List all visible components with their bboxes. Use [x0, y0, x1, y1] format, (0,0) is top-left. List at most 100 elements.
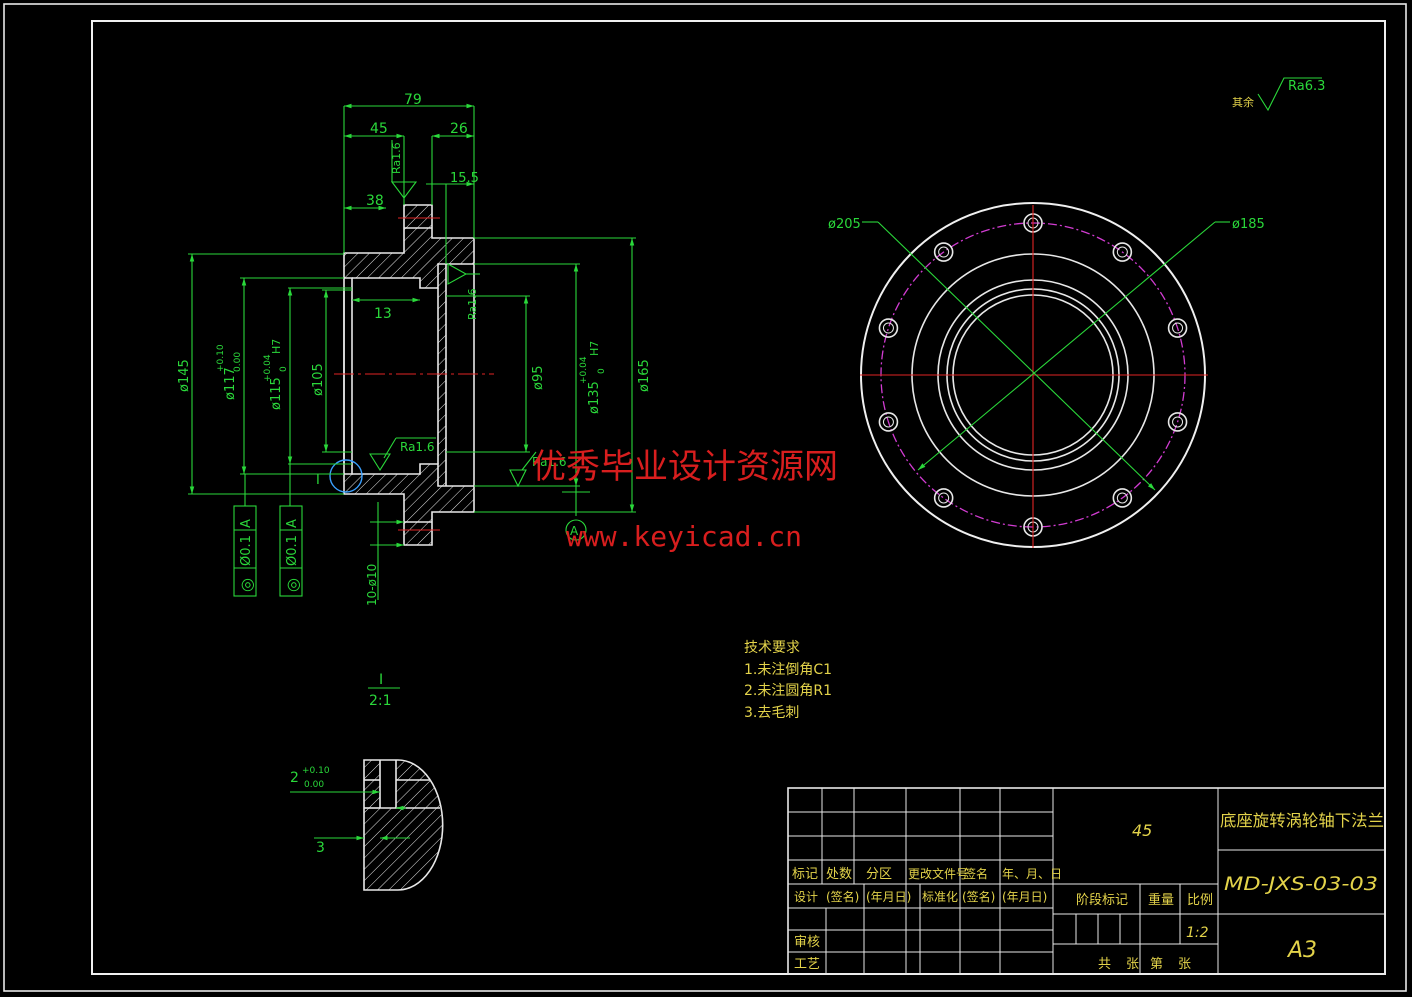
general-roughness: 其余 Ra6.3 — [1232, 77, 1325, 112]
tb-design-date: (年月日) — [866, 890, 911, 904]
tb-standard-date: (年月日) — [1002, 890, 1047, 904]
bolt-hole-inner — [938, 492, 950, 504]
detail-label: I 2:1 — [368, 672, 400, 709]
tech-title: 技术要求 — [744, 640, 800, 656]
tech-item-1: 1.未注倒角C1 — [744, 662, 832, 678]
tb-hdr-mark: 标记 — [792, 867, 818, 882]
bolt-hole — [1112, 242, 1133, 262]
dim-dia135-lower: 0 — [597, 368, 607, 374]
dim-dia145: ø145 — [177, 359, 192, 392]
svg-text:Ra1.6: Ra1.6 — [532, 455, 567, 469]
bolt-hole-inner — [1116, 492, 1128, 504]
dim-dia115-upper: +0.04 — [263, 354, 273, 382]
dim-dia135-upper: +0.04 — [579, 356, 589, 384]
tech-item-2: 2.未注圆角R1 — [744, 683, 832, 699]
gdt1-datum: A — [239, 519, 254, 528]
detail-view: 2 +0.10 0.00 3 — [290, 759, 444, 891]
gdt2-tolerance: Ø0.1 — [285, 535, 300, 566]
dim-13: 13 — [374, 306, 392, 322]
bolt-hole-inner — [882, 416, 894, 428]
svg-text:Ra1.6: Ra1.6 — [400, 440, 435, 454]
dim-dia95: ø95 — [531, 366, 546, 391]
tb-weight: 重量 — [1148, 892, 1174, 908]
dim-dia117: ø117 — [223, 367, 238, 400]
tb-hdr-sign: 签名 — [964, 866, 988, 881]
tb-drawing-no: MD-JXS-03-03 — [1224, 873, 1378, 895]
bolt-hole — [1112, 488, 1133, 508]
dim-dia115-fit: H7 — [270, 339, 283, 354]
roughness-mark-top: Ra1.6 — [390, 140, 418, 199]
bolt-hole — [933, 488, 954, 508]
dim-dia115-lower: 0 — [279, 366, 289, 372]
bolt-hole — [878, 318, 899, 338]
roughness-mark-bore: Ra1.6 — [369, 437, 436, 472]
tb-part-name: 底座旋转涡轮轴下法兰 — [1220, 811, 1384, 830]
dim-dia135-fit: H7 — [588, 341, 601, 356]
tb-design: 设计 — [794, 890, 818, 904]
detail-circle — [329, 459, 363, 493]
bolt-hole-inner — [1172, 416, 1184, 428]
bolt-hole — [1167, 412, 1188, 432]
tb-design-sign: (签名) — [826, 889, 859, 904]
tb-standard-sign: (签名) — [962, 889, 995, 904]
gdt2-concentricity-icon: ◎ — [283, 578, 302, 592]
detail-marker: I — [316, 473, 320, 488]
sheet-border — [3, 3, 1407, 992]
svg-text:Ra1.6: Ra1.6 — [466, 288, 479, 320]
roughness-mark-face: Ra1.6 — [509, 451, 567, 488]
tb-review: 审核 — [794, 935, 820, 950]
bolt-hole — [1167, 318, 1188, 338]
dim-dia135: ø135 — [587, 381, 602, 414]
dim-dia165: ø165 — [637, 359, 652, 392]
bolt-hole — [878, 412, 899, 432]
front-view: ø205 ø185 — [828, 202, 1265, 548]
section-dimensions: 79 45 26 38 15.5 13 ø145 ø117 +0.10 0.00 — [177, 92, 652, 606]
tb-scale-label: 比例 — [1187, 893, 1213, 908]
tb-sheets-total: 共 — [1098, 957, 1111, 972]
roughness-prefix: 其余 — [1232, 95, 1254, 109]
gdt1-tolerance: Ø0.1 — [239, 535, 254, 566]
watermark-url: www.keyicad.cn — [566, 520, 802, 553]
dim-dia205: ø205 — [828, 217, 861, 232]
tb-material: 45 — [1132, 821, 1152, 840]
roughness-mark-right: Ra1.6 — [447, 263, 480, 320]
detail-dim-3: 3 — [316, 840, 325, 856]
dim-45: 45 — [370, 121, 388, 137]
gdt-frame-2: A Ø0.1 ◎ — [279, 464, 303, 597]
dim-dia105: ø105 — [311, 363, 326, 396]
datum-a: A — [562, 486, 590, 541]
bolt-hole-inner — [1116, 246, 1128, 258]
bolt-hole — [933, 242, 954, 262]
dim-15-5: 15.5 — [450, 171, 479, 186]
dim-dia115: ø115 — [269, 377, 284, 410]
tb-standard: 标准化 — [922, 890, 958, 904]
dim-dia117-lower: 0.00 — [233, 352, 243, 372]
dim-38: 38 — [366, 193, 384, 209]
datum-letter: A — [570, 524, 579, 538]
dim-dia117-upper: +0.10 — [216, 344, 226, 372]
gdt2-datum: A — [285, 519, 300, 528]
section-view: I — [316, 204, 494, 546]
tb-sheets-unit2: 张 — [1178, 957, 1191, 972]
roughness-general-value: Ra6.3 — [1288, 79, 1325, 94]
tb-sheets-index: 第 — [1150, 957, 1163, 972]
dim-26: 26 — [450, 121, 468, 137]
tech-item-3: 3.去毛刺 — [744, 705, 799, 721]
tb-hdr-date: 年、月、日 — [1002, 867, 1062, 881]
detail-label-scale: 2:1 — [369, 693, 392, 709]
svg-text:Ra1.6: Ra1.6 — [390, 142, 403, 174]
tb-stage-mark: 阶段标记 — [1076, 893, 1128, 908]
tb-hdr-zone: 分区 — [866, 867, 892, 882]
detail-label-letter: I — [379, 672, 383, 688]
detail-dim-2: 2 — [290, 770, 299, 786]
dim-dia185: ø185 — [1232, 217, 1265, 232]
watermark-title: 优秀毕业设计资源网 — [532, 447, 838, 487]
tb-sheet-size: A3 — [1286, 938, 1317, 963]
tb-sheets-unit1: 张 — [1126, 957, 1139, 972]
detail-dim-2-lower: 0.00 — [304, 780, 324, 790]
detail-dim-2-upper: +0.10 — [302, 766, 330, 776]
bolt-hole-inner — [938, 246, 950, 258]
tb-hdr-count: 处数 — [826, 867, 852, 882]
title-block: 标记 处数 分区 更改文件号 签名 年、月、日 设计 (签名) (年月日) 标准… — [787, 787, 1386, 975]
